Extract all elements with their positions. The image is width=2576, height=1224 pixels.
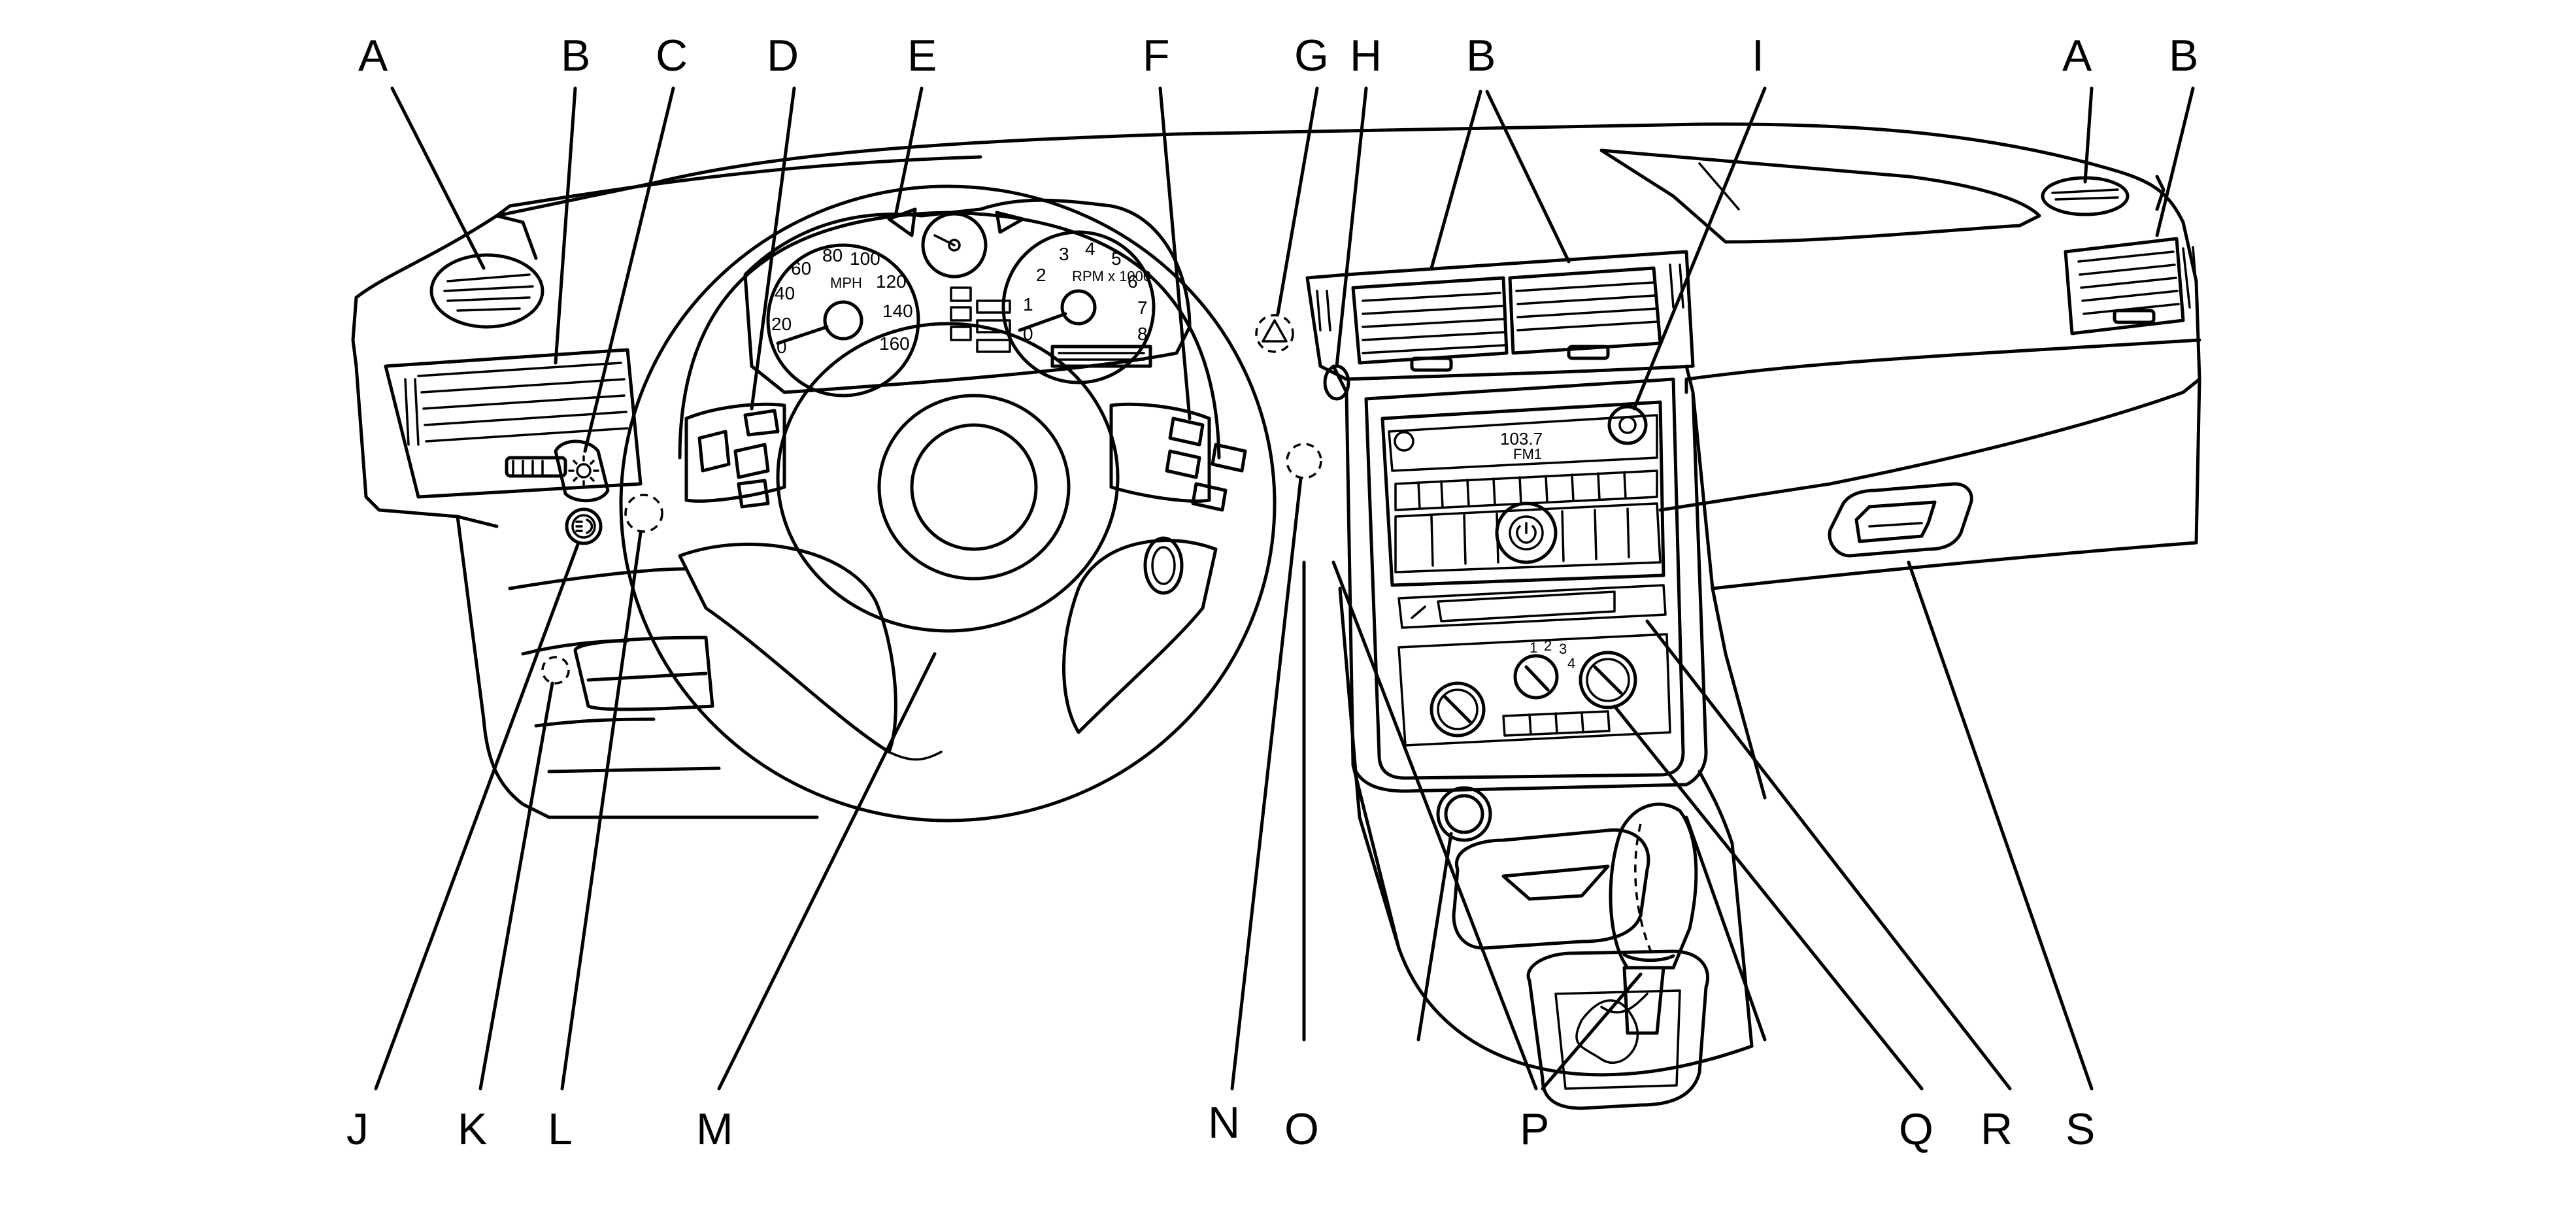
leader-f [1158, 86, 1192, 420]
leader-b-left [554, 86, 577, 365]
callout-b-left: B [561, 31, 590, 80]
speedometer-tick-0: 0 [777, 337, 787, 357]
headlamp-switch [554, 439, 610, 503]
leader-lines [374, 86, 2195, 1091]
leader-b-center-2 [1485, 90, 1571, 264]
callout-a-right: A [2062, 31, 2092, 80]
fog-lamp-button [565, 507, 603, 545]
callout-e: E [907, 31, 937, 80]
leader-a-left [390, 86, 486, 270]
dashed-location-n [1286, 443, 1322, 479]
speedometer-tick-120: 120 [876, 271, 907, 292]
callout-b-right: B [2169, 31, 2198, 80]
hazard-button [1255, 314, 1294, 353]
callout-s: S [2066, 1104, 2095, 1154]
callout-r: R [1981, 1104, 2013, 1154]
gear-shifter [1526, 802, 1710, 1110]
tachometer-tick-6: 6 [1128, 271, 1138, 292]
leader-a-right [2083, 86, 2094, 184]
left-round-vent [429, 214, 544, 329]
leader-b-right [2155, 86, 2195, 237]
lower-left-compartment [573, 636, 714, 711]
dashed-location-k [541, 656, 570, 685]
leader-p-2 [1541, 972, 1643, 1091]
callout-j: J [346, 1104, 369, 1154]
leader-g [1276, 86, 1319, 316]
storage-tray [1452, 828, 1650, 950]
callout-c: C [656, 31, 688, 80]
leader-k [478, 681, 554, 1091]
tachometer-tick-1: 1 [1023, 294, 1033, 314]
leader-e [894, 86, 924, 218]
leader-b-center-1 [1430, 90, 1482, 270]
callout-a-left: A [358, 31, 388, 80]
tachometer-tick-7: 7 [1137, 298, 1148, 318]
speedometer-tick-140: 140 [882, 301, 913, 321]
power-outlet [1436, 786, 1492, 842]
tachometer-tick-4: 4 [1085, 239, 1096, 259]
right-rect-vent [2064, 175, 2199, 335]
speedometer-tick-160: 160 [879, 333, 910, 354]
callout-d: D [767, 31, 799, 80]
leader-j [374, 541, 580, 1091]
leader-l [560, 531, 643, 1091]
speedometer-tick-40: 40 [775, 283, 795, 303]
center-stack: 103.7 FM1 1 2 3 4 [1305, 250, 1754, 1077]
radio-frequency: 103.7 [1500, 429, 1543, 449]
tachometer-tick-3: 3 [1059, 244, 1069, 264]
leader-i [1632, 86, 1767, 411]
callout-labels: A B C D E F G H B I A B J K L M N O P Q … [346, 31, 2198, 1154]
callout-m: M [696, 1104, 733, 1154]
leader-h [1335, 86, 1368, 368]
tachometer-tick-5: 5 [1111, 248, 1122, 269]
fan-tick-3: 3 [1559, 641, 1567, 657]
leader-n [1230, 477, 1303, 1091]
leader-shifter-right [1684, 815, 1767, 1042]
leader-o [1416, 832, 1453, 1042]
glovebox [1684, 377, 2201, 800]
tachometer-unit: RPM x 1000 [1072, 268, 1151, 284]
callout-b-center: B [1466, 31, 1496, 80]
left-rect-vent [384, 348, 643, 499]
callout-q: Q [1899, 1104, 1933, 1154]
radio-band: FM1 [1513, 446, 1542, 462]
leader-q [1613, 704, 1924, 1091]
callout-l: L [548, 1104, 573, 1154]
callout-i: I [1752, 31, 1764, 80]
callout-f: F [1143, 31, 1170, 80]
speedometer-tick-100: 100 [850, 248, 880, 269]
leader-d [750, 86, 796, 411]
callout-p: P [1520, 1104, 1549, 1154]
speedometer-tick-80: 80 [822, 245, 843, 265]
speedometer-unit: MPH [830, 275, 862, 291]
dashed-location-l [624, 494, 663, 533]
tachometer-tick-8: 8 [1137, 324, 1148, 344]
leader-s [1907, 560, 2094, 1091]
fan-tick-2: 2 [1544, 638, 1552, 654]
fan-tick-1: 1 [1530, 639, 1537, 656]
leader-p-1 [1331, 560, 1538, 1091]
leader-r [1645, 619, 2012, 1091]
dashboard-outline [351, 122, 2201, 819]
callout-h: H [1350, 31, 1382, 80]
steering-wheel [619, 184, 1277, 823]
callout-n: N [1208, 1098, 1240, 1148]
speedometer-tick-20: 20 [771, 314, 792, 334]
tachometer-tick-0: 0 [1023, 324, 1033, 344]
tachometer-tick-2: 2 [1036, 265, 1046, 285]
fan-tick-4: 4 [1567, 655, 1575, 672]
callout-k: K [458, 1104, 487, 1154]
callout-o: O [1284, 1104, 1319, 1154]
callout-g: G [1294, 31, 1329, 80]
speedometer-tick-60: 60 [791, 258, 811, 279]
instrument-cluster: 0 20 40 60 80 100 120 140 160 MPH 0 1 2 … [743, 198, 1192, 398]
leader-m [717, 652, 937, 1091]
leader-c [583, 86, 675, 453]
